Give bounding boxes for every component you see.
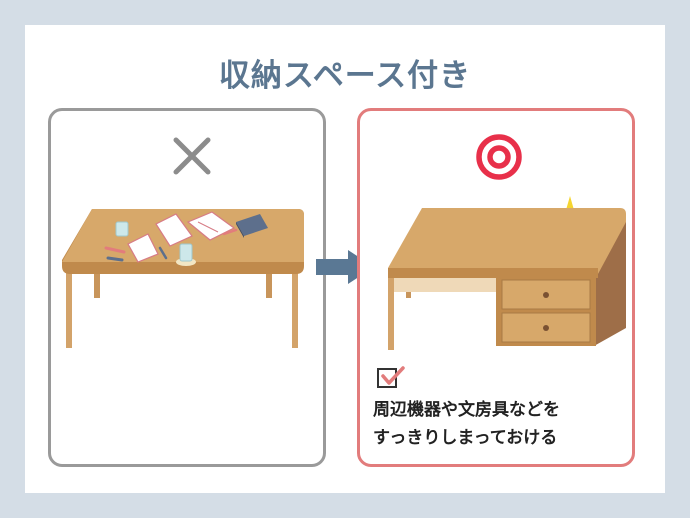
checkbox-checked-icon: [377, 366, 405, 388]
storage-desk-illustration: [388, 196, 626, 350]
desk-side-panel: [594, 220, 626, 346]
page-title: 収納スペース付き: [218, 58, 472, 94]
desk-leg: [266, 266, 272, 298]
caption-line-2: すっきりしまっておける: [373, 428, 558, 448]
pen: [222, 228, 238, 236]
double-circle-icon: [476, 134, 522, 180]
paper: [186, 211, 236, 241]
cross-mark-icon: [173, 137, 211, 175]
desk-leg: [388, 278, 394, 350]
pen: [104, 246, 126, 254]
desk-top: [388, 208, 626, 274]
messy-desk-illustration: [62, 209, 304, 348]
desk-top-edge: [388, 268, 598, 278]
drawer-knob: [543, 325, 549, 331]
paper: [127, 233, 159, 263]
cup: [179, 243, 193, 262]
pen: [158, 246, 168, 260]
cup: [115, 221, 129, 237]
desk-leg: [292, 260, 298, 348]
drawer-knob: [543, 292, 549, 298]
paper: [155, 213, 193, 247]
desk-leg: [94, 266, 100, 298]
book: [236, 214, 268, 236]
caption-line-1: 周辺機器や文房具などを: [373, 400, 560, 420]
desk-leg: [66, 260, 72, 348]
pen: [106, 256, 124, 262]
